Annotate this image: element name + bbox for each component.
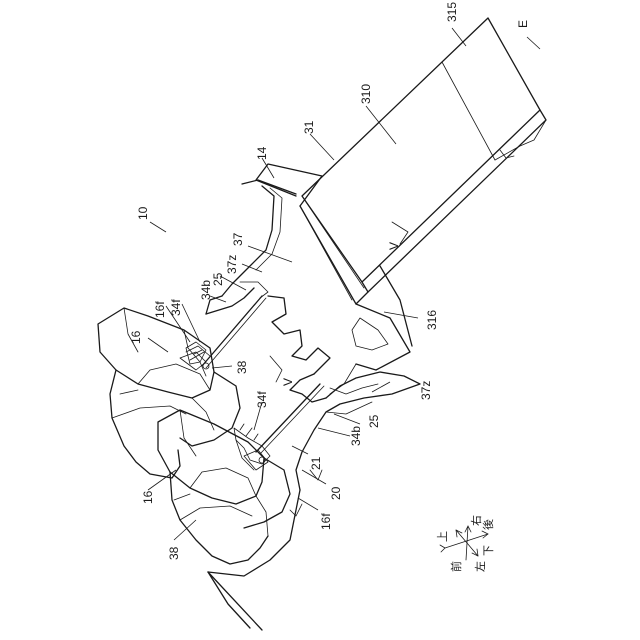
label-38-lower: 38 [167,546,181,560]
label-315: 315 [445,2,459,22]
label-14: 14 [255,146,269,160]
rod-34b [202,296,324,454]
label-16-lower: 16 [141,490,155,504]
label-16f-lower: 16f [319,513,333,530]
trim-316 [256,164,412,394]
label-21: 21 [309,456,323,470]
label-25-upper: 25 [211,272,225,286]
label-310: 310 [359,84,373,104]
compass-right: 右 [469,515,483,526]
reference-labels: 315 E 310 31 14 10 37 37z 25 34b 16f 34f… [129,2,530,560]
label-37: 37 [231,232,245,246]
compass-rear: 後 [481,519,495,530]
label-25-lower: 25 [367,414,381,428]
direction-compass: 上 右 後 下 前 左 [436,515,495,572]
label-31: 31 [302,120,316,134]
label-20: 20 [329,486,343,500]
compass-front: 前 [449,561,463,572]
body-rocker [208,470,322,630]
label-10: 10 [136,206,150,220]
label-316: 316 [425,310,439,330]
label-34b-upper: 34b [199,280,213,300]
label-38-upper: 38 [235,360,249,374]
label-34f-upper: 34f [169,299,183,316]
seat-16-upper [98,308,240,478]
floor-board-31 [302,18,546,292]
label-34f-lower: 34f [255,391,269,408]
compass-left: 左 [474,561,487,572]
compass-up: 上 [436,531,449,542]
label-37z-upper: 37z [225,255,239,274]
floor-pan [268,296,420,490]
label-V-upper: V [387,242,401,250]
label-37z-lower: 37z [419,381,433,400]
label-V-lower: V [281,378,295,386]
compass-down: 下 [482,545,495,556]
label-16-upper: 16 [129,330,143,344]
label-16f-upper: 16f [153,301,167,318]
label-E: E [516,20,530,28]
label-34b-lower: 34b [349,426,363,446]
